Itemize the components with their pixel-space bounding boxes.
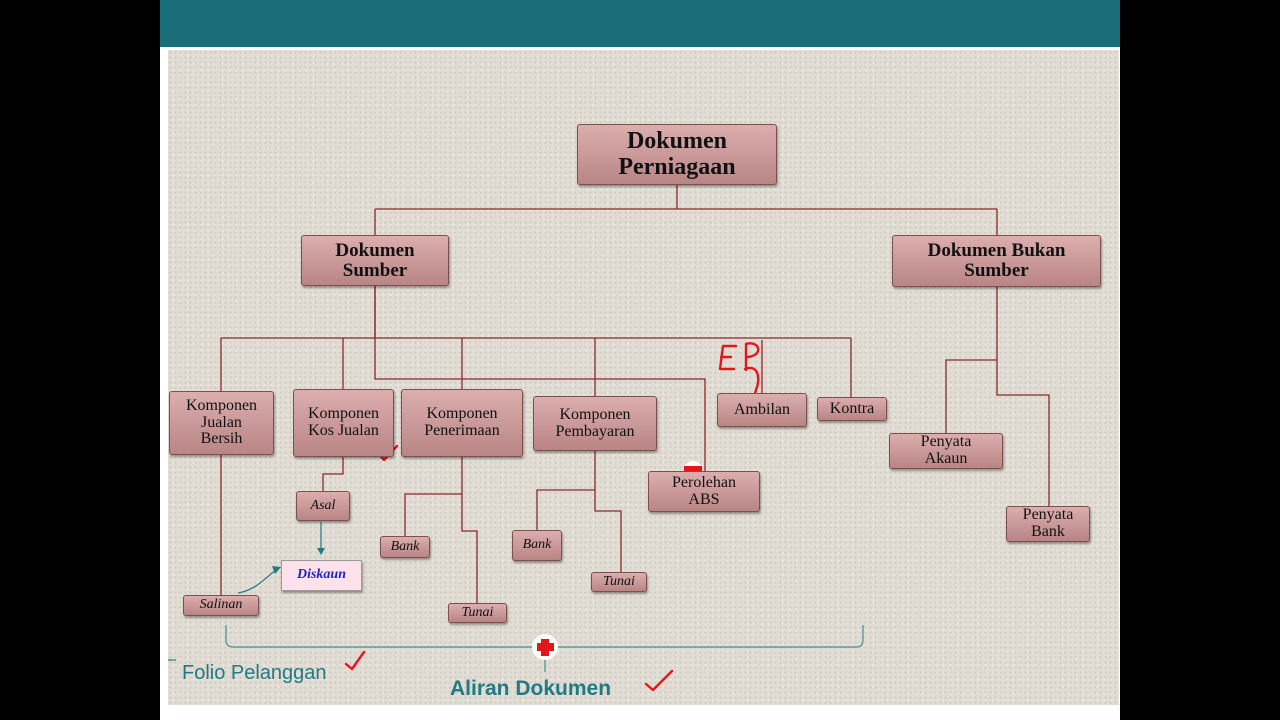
arrowhead-diskaun <box>317 548 325 555</box>
arrowhead-salinan <box>272 566 281 574</box>
leaf-bank-penerimaan: Bank <box>380 536 430 558</box>
red-cross-icon <box>532 634 558 660</box>
leaf-tunai-penerimaan: Tunai <box>448 603 507 623</box>
slide-header-bar <box>160 0 1120 47</box>
node-perolehan-abs: Perolehan ABS <box>648 471 760 512</box>
ink-check-aliran-icon <box>644 669 674 692</box>
connector-lines <box>168 185 1050 692</box>
connector-penerimaan <box>404 457 478 603</box>
leaf-diskaun: Diskaun <box>281 560 362 591</box>
node-ambilan: Ambilan <box>717 393 807 427</box>
node-dokumen-perniagaan: Dokumen Perniagaan <box>577 124 777 185</box>
slide: Dokumen Perniagaan Dokumen Sumber Dokume… <box>160 0 1120 720</box>
connector-sumber-inner <box>374 286 763 471</box>
leaf-bank-pembayaran: Bank <box>512 530 562 561</box>
leaf-salinan: Salinan <box>183 595 259 616</box>
arrow-salinan-diskaun <box>237 569 277 594</box>
ink-letter-e-icon <box>718 344 738 371</box>
ink-letter-p-icon <box>744 342 760 372</box>
connector-pembayaran <box>536 451 622 572</box>
node-penyata-akaun: Penyata Akaun <box>889 433 1003 469</box>
node-dokumen-bukan-sumber: Dokumen Bukan Sumber <box>892 235 1101 287</box>
diagram-canvas: Dokumen Perniagaan Dokumen Sumber Dokume… <box>168 50 1119 705</box>
connector-bukan-sumber <box>945 287 1050 506</box>
connector-sumber <box>220 286 852 397</box>
ink-check-folio-icon <box>344 650 366 671</box>
connector-kos-jualan <box>322 457 344 491</box>
node-penyata-bank: Penyata Bank <box>1006 506 1090 542</box>
leaf-asal: Asal <box>296 491 350 521</box>
node-komponen-pembayaran: Komponen Pembayaran <box>533 396 657 451</box>
node-komponen-jualan-bersih: Komponen Jualan Bersih <box>169 391 274 455</box>
node-komponen-penerimaan: Komponen Penerimaan <box>401 389 523 457</box>
connector-root <box>374 185 998 235</box>
node-kontra: Kontra <box>817 397 887 421</box>
caption-aliran-dokumen: Aliran Dokumen <box>450 677 612 700</box>
node-komponen-kos-jualan: Komponen Kos Jualan <box>293 389 394 457</box>
caption-folio-pelanggan: Folio Pelanggan <box>182 662 327 684</box>
leaf-tunai-pembayaran: Tunai <box>591 572 647 592</box>
node-dokumen-sumber: Dokumen Sumber <box>301 235 449 286</box>
